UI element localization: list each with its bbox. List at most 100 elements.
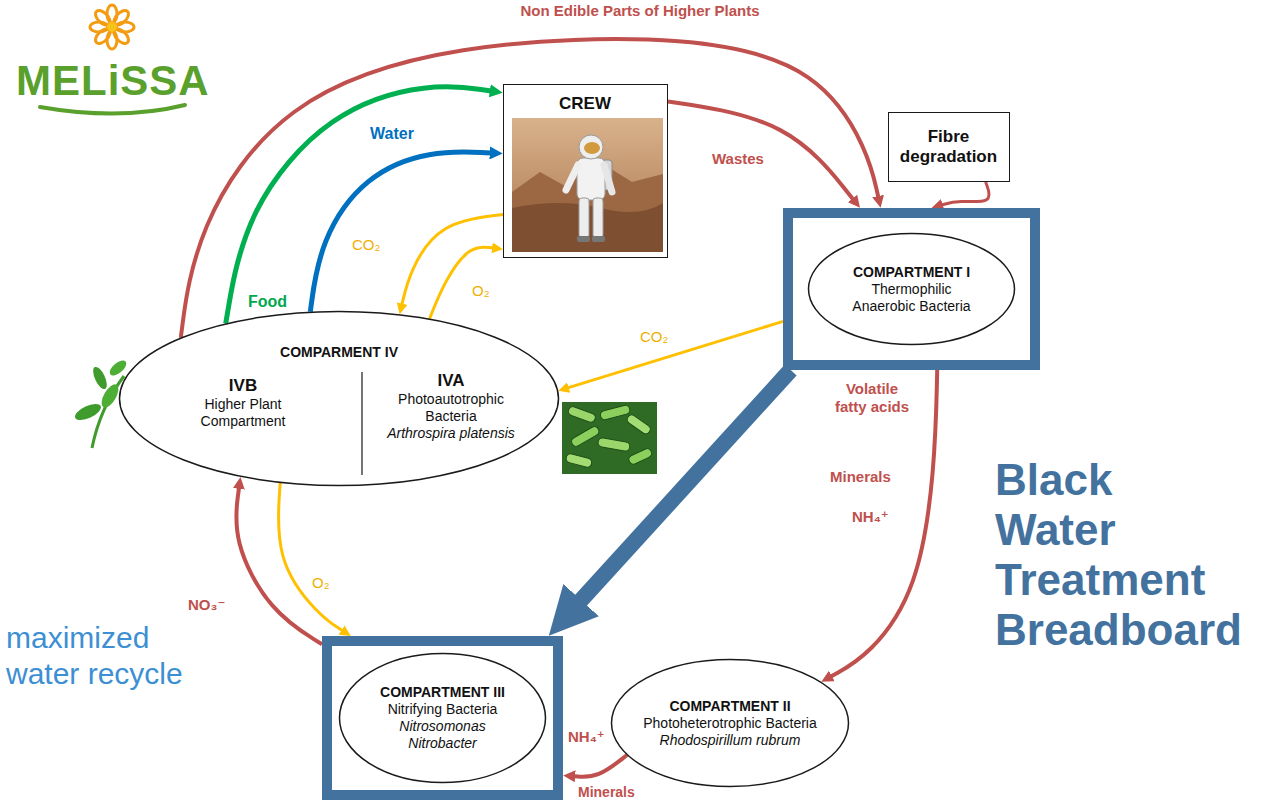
text-stack: IVBHigher Plant Compartment (188, 375, 298, 430)
node-text: Nitrifying Bacteria (388, 701, 498, 718)
flow-label: CO₂ (640, 328, 668, 346)
bacterium (597, 437, 630, 451)
suit-arm (604, 165, 612, 192)
astronaut-picture (512, 118, 663, 252)
bacterium (627, 447, 653, 465)
node-title: CREW (559, 94, 611, 114)
flow-label: Minerals (578, 784, 635, 800)
text-area: COMPARMENT IV (228, 340, 450, 364)
flow-label: Non Edible Parts of Higher Plants (440, 2, 840, 20)
flow-label: CO₂ (352, 236, 380, 254)
flow-label: Minerals (830, 468, 891, 486)
helmet (579, 135, 603, 159)
bacterium (570, 425, 600, 448)
leaf (107, 358, 129, 379)
flow-arrow (668, 101, 853, 199)
flow-label: Food (248, 292, 287, 311)
text-area: COMPARTMENT IIPhotoheterotrophic Bacteri… (630, 686, 830, 760)
flow-label: NH₄⁺ (568, 728, 605, 746)
text-area: IVAPhotoautotrophic BacteriaArthrospira … (366, 356, 536, 456)
node-text: Thermophilic Anaerobic Bacteria (844, 281, 979, 315)
node-text: Arthrospira platensis (387, 425, 515, 442)
bacterium (599, 404, 630, 420)
leaf (90, 365, 109, 391)
project-title: Black Water Treatment Breadboard (995, 455, 1242, 655)
compartment-ellipse: COMPARTMENT IIPhotoheterotrophic Bacteri… (610, 658, 850, 788)
text-stack: COMPARTMENT IIINitrifying BacteriaNitros… (380, 684, 505, 752)
node-text: Nitrosomonas Nitrobacter (393, 718, 493, 752)
gas-arrow (568, 321, 783, 388)
compartment-ellipse: COMPARMENT IV IVBHigher Plant Compartment… (118, 310, 560, 487)
text-stack: IVAPhotoautotrophic BacteriaArthrospira … (386, 370, 516, 442)
node-title: COMPARTMENT I (853, 264, 970, 281)
gas-arrow (402, 215, 503, 305)
node-text: Rhodospirillum rubrum (660, 732, 801, 749)
compartment-frame: COMPARTMENT IThermophilic Anaerobic Bact… (783, 208, 1040, 370)
node-title: COMPARTMENT II (669, 698, 790, 715)
bacteria-picture (562, 402, 657, 474)
transfer-arrow (580, 370, 791, 602)
flow-label: Wastes (712, 150, 764, 168)
slogan-text: maximized water recycle (6, 620, 211, 692)
visor (584, 142, 600, 154)
logo-swoosh (40, 105, 185, 114)
text-stack: COMPARMENT IV (280, 344, 398, 361)
flow-label: O₂ (312, 574, 330, 592)
process-box: Fibre degradation (888, 112, 1010, 182)
flow-arrow (226, 87, 491, 324)
text-area: Fibre degradation (892, 116, 1005, 177)
flow-label: Volatile fatty acids (834, 380, 910, 416)
logo-flower (90, 5, 134, 49)
compartment-part: IVAPhotoautotrophic BacteriaArthrospira … (366, 356, 536, 456)
node-title: IVA (437, 370, 464, 391)
flow-arrow (574, 755, 627, 777)
gas-arrow (278, 483, 342, 631)
suit-arm (566, 165, 578, 190)
bacterium (565, 453, 592, 468)
boot (577, 236, 590, 242)
text-area: IVBHigher Plant Compartment (158, 362, 328, 442)
flow-label: NO₃⁻ (188, 596, 225, 614)
flow-arrow (831, 370, 937, 677)
node-text: Photoautotrophic Bacteria (386, 391, 516, 425)
ellipse-shape (612, 660, 849, 787)
text-stack: COMPARTMENT IIPhotoheterotrophic Bacteri… (643, 698, 817, 749)
text-stack: Fibre degradation (892, 127, 1005, 167)
boot (592, 236, 605, 242)
suit-leg (579, 198, 589, 238)
divider-line (361, 372, 362, 475)
crew-box: CREW (503, 84, 668, 258)
node-text: Photoheterotrophic Bacteria (643, 715, 817, 732)
suit-leg (593, 198, 603, 238)
flow-label: O₂ (472, 282, 490, 300)
gas-arrow (430, 247, 494, 319)
bacteria-ground (562, 402, 657, 474)
bacterium (625, 413, 651, 435)
ellipse-shape (809, 234, 1015, 345)
bacterium (567, 405, 596, 423)
node-title: IVB (229, 375, 257, 396)
leaf (73, 401, 103, 424)
text-area: COMPARTMENT IIINitrifying BacteriaNitros… (367, 666, 518, 770)
mars-sky (512, 118, 663, 252)
text-area: COMPARTMENT IThermophilic Anaerobic Bact… (837, 244, 986, 334)
text-stack: CREW (559, 94, 611, 114)
compartment-part: IVBHigher Plant Compartment (158, 362, 328, 442)
ellipse-shape (340, 654, 546, 783)
node-text: Higher Plant Compartment (188, 396, 298, 430)
node-title: COMPARMENT IV (280, 344, 398, 361)
node-title: COMPARTMENT III (380, 684, 505, 701)
compartment-frame: COMPARTMENT IIINitrifying BacteriaNitros… (322, 636, 563, 800)
logo-text: MELiSSA (16, 56, 210, 106)
flow-label: Water (370, 124, 414, 143)
flow-label: NH₄⁺ (852, 508, 889, 526)
loop-arrow (942, 182, 990, 205)
ellipse-shape (120, 312, 559, 486)
flower-centre (107, 22, 117, 32)
text-area: CREW (504, 91, 666, 117)
flow-arrow (310, 152, 491, 312)
text-stack: COMPARTMENT IThermophilic Anaerobic Bact… (844, 264, 979, 315)
node-title: Fibre degradation (892, 127, 1005, 167)
flow-arrow (181, 39, 879, 338)
